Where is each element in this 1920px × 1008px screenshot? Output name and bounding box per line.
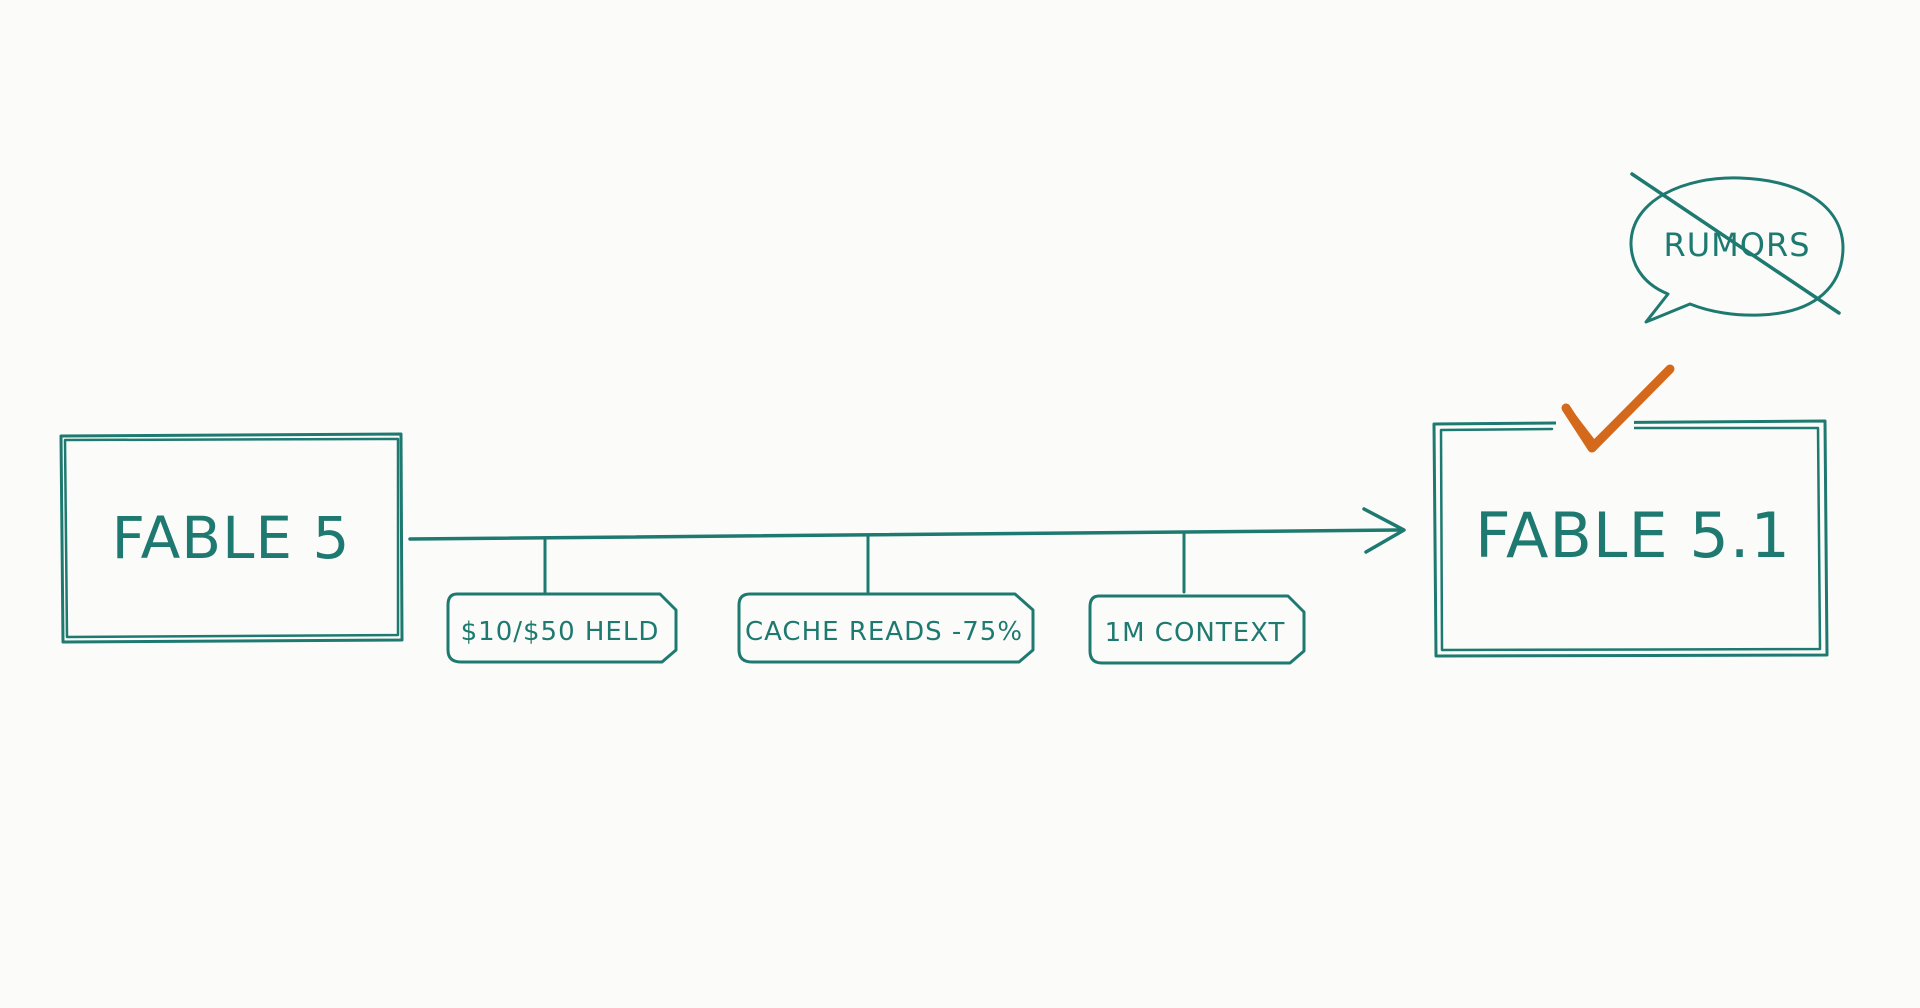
to-box-label: FABLE 5.1 (1475, 499, 1791, 572)
tag-cache-reads-label: CACHE READS -75% (745, 617, 1023, 647)
speech-bubble-icon: RUMORS (1629, 172, 1845, 324)
tag-price: $10/$50 HELD (446, 592, 678, 664)
check-mark-icon (1561, 364, 1675, 453)
tag-context-label: 1M CONTEXT (1105, 618, 1286, 648)
tag-connectors (543, 532, 1186, 594)
tag-price-label: $10/$50 HELD (461, 617, 660, 647)
from-box-label: FABLE 5 (112, 504, 351, 572)
to-box: FABLE 5.1 (1432, 410, 1829, 658)
strike-through-line (1630, 172, 1841, 315)
from-box: FABLE 5 (59, 432, 404, 644)
tag-context: 1M CONTEXT (1088, 594, 1306, 665)
tag-cache-reads: CACHE READS -75% (737, 592, 1035, 664)
transition-arrow (408, 507, 1406, 554)
